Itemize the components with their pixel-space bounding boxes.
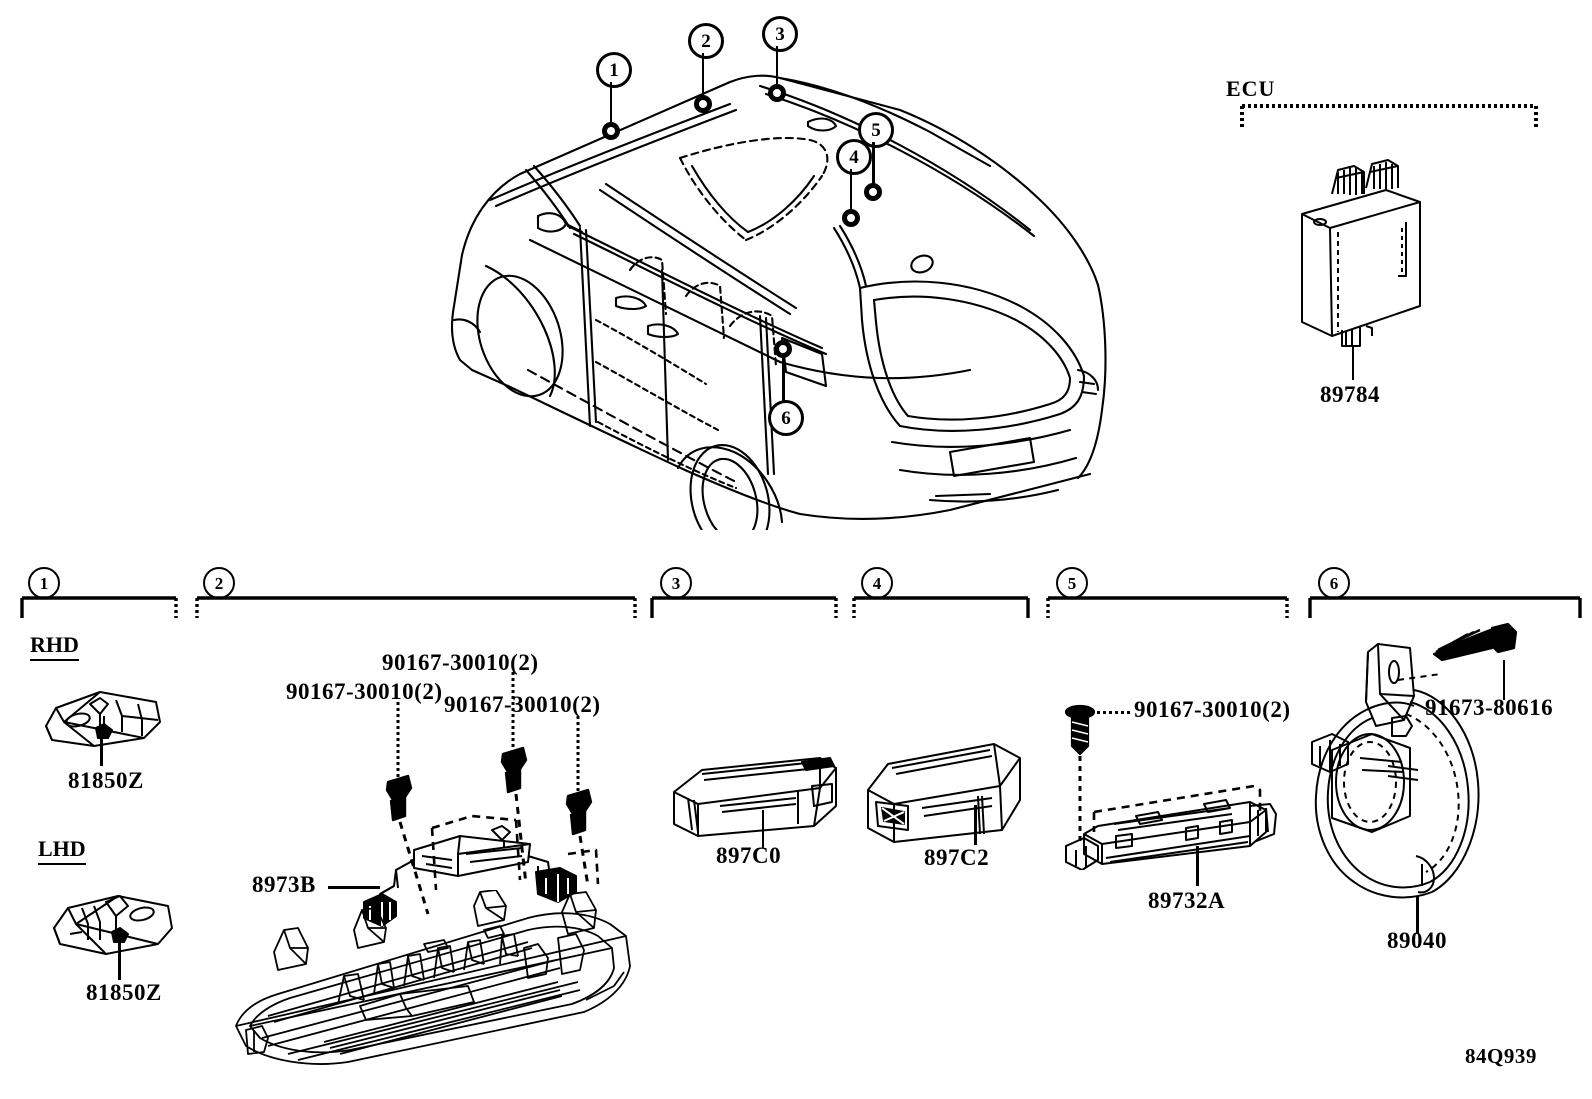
overhead-console-drawing [235,890,631,1065]
sensor-bracket-8973b-drawing [363,825,577,927]
vehicle-callout-1-leader [610,82,612,125]
sheet-code: 84Q939 [1465,1044,1537,1068]
part-89732a-leader [1196,846,1199,886]
part-897c0-leader [762,810,764,848]
section-number-6[interactable]: 6 [1318,567,1350,599]
ecu-module-drawing [1301,159,1421,347]
vehicle-callout-2-point [694,95,712,113]
vehicle-callout-3-label: 3 [775,23,785,45]
antenna-bracket-89732a-drawing [1065,784,1277,870]
ecu-part-leader [1352,346,1354,380]
vehicle-callout-3-leader [776,46,778,87]
vehicle-callout-4-point [842,209,860,227]
vehicle-callout-5-point [864,183,882,201]
section5-screw-drawing [1064,704,1096,844]
vehicle-callout-3-point [768,84,786,102]
section-number-5-label: 5 [1067,573,1077,593]
section-bracket-1 [20,596,178,618]
section6-screw-drawing [1432,622,1518,662]
rhd-label: RHD [30,632,79,661]
lhd-part-leader [118,938,121,980]
vehicle-callout-3[interactable]: 3 [762,16,798,52]
bolt-number-s5: 90167-30010(2) [1134,697,1291,722]
vehicle-callout-4-label: 4 [849,146,859,168]
lhd-label: LHD [38,836,86,865]
part-number-89732a: 89732A [1148,888,1226,913]
vehicle-illustration [450,74,1107,530]
section-number-4[interactable]: 4 [861,567,893,599]
rhd-part-leader [100,730,103,766]
vehicle-callout-2-label: 2 [701,30,711,52]
section-number-3-label: 3 [671,573,681,593]
part-8973b-leader-line [328,886,380,889]
section1-rhd-heading: RHD [30,632,79,661]
bolt-number-s2-right: 90167-30010(2) [444,692,601,717]
sensor-897c2-drawing [867,743,1021,843]
vehicle-callout-2[interactable]: 2 [688,23,724,59]
bolt-number-s2-left: 90167-30010(2) [286,679,443,704]
horn-89040-drawing [1311,643,1480,899]
part-number-81850z-rhd: 81850Z [68,768,144,793]
section-bracket-6 [1308,596,1582,618]
section-number-6-label: 6 [1329,573,1339,593]
ecu-group-label: ECU [1226,76,1276,101]
part-number-81850z-lhd: 81850Z [86,980,162,1005]
part-number-897c2: 897C2 [924,845,990,870]
vehicle-callout-2-leader [702,53,704,98]
ecu-part-number: 89784 [1320,382,1380,407]
vehicle-callout-5-leader [872,142,875,187]
bolt-s5-leader-line [1080,711,1130,714]
bolt-s6-leader [1503,660,1505,700]
section-number-4-label: 4 [872,573,882,593]
sensor-897c0-drawing [673,757,837,837]
vehicle-callout-4-leader [850,169,852,213]
part-89040-leader [1416,896,1419,934]
section-bracket-4 [852,596,1030,618]
vehicle-callout-6-point [774,340,792,358]
part-897c2-leader [974,805,977,845]
section-number-1-label: 1 [39,573,49,593]
part-number-89040: 89040 [1387,928,1447,953]
section-bracket-2 [195,596,637,618]
vehicle-callout-1-point [602,122,620,140]
vehicle-callout-6-label: 6 [781,407,791,429]
vehicle-callout-5-label: 5 [871,119,881,141]
part-number-897c0: 897C0 [716,843,782,868]
part-number-8973b: 8973B [252,872,316,897]
vehicle-callout-6-leader [782,358,785,402]
ecu-group-bracket [1240,104,1538,130]
section1-lhd-heading: LHD [38,836,86,865]
section-bracket-5 [1046,596,1289,618]
mirror-switch-lhd-drawing [53,895,173,955]
section-bracket-3 [650,596,838,618]
vehicle-callout-1-label: 1 [609,59,619,81]
section-number-2-label: 2 [214,573,224,593]
bolt-number-s2-mid: 90167-30010(2) [382,650,539,675]
mirror-switch-rhd-drawing [45,691,161,747]
vehicle-callout-5[interactable]: 5 [858,112,894,148]
section2-fasteners-drawing [385,672,600,915]
vehicle-callout-1[interactable]: 1 [596,52,632,88]
vehicle-callout-6[interactable]: 6 [768,400,804,436]
